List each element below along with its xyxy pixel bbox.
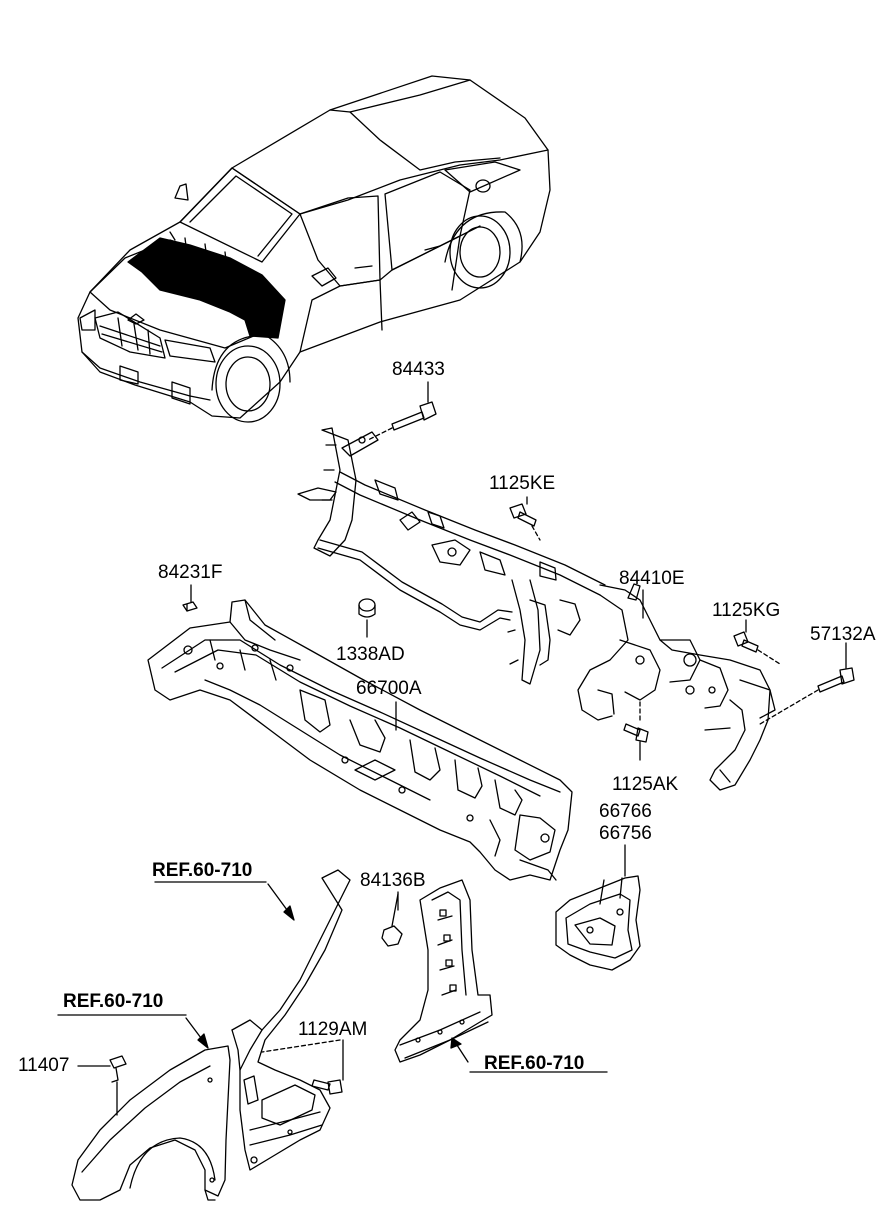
part-label-84410E: 84410E (619, 568, 685, 589)
reference-label-fender: REF.60-710 (63, 991, 164, 1012)
nut-icon (359, 599, 375, 637)
part-label-84231F: 84231F (158, 562, 223, 583)
side-inner-panel (395, 880, 492, 1062)
cowl-side-bracket (556, 876, 640, 970)
bolt-icon (510, 504, 540, 540)
part-label-1125AK: 1125AK (612, 774, 679, 795)
bolt-icon (760, 668, 854, 724)
reference-label-side: REF.60-710 (484, 1053, 585, 1074)
part-label-84433: 84433 (392, 359, 445, 380)
part-label-57132A: 57132A (810, 624, 876, 645)
front-fender (72, 1046, 230, 1200)
part-label-84136B: 84136B (360, 870, 426, 891)
bolt-icon (734, 632, 780, 664)
part-label-66756: 66756 (599, 823, 652, 844)
bolt-icon (624, 724, 648, 760)
leader-lines (57, 381, 847, 1081)
part-label-11407: 11407 (18, 1055, 70, 1076)
sedan-vehicle-icon (78, 76, 550, 422)
part-label-1338AD: 1338AD (336, 644, 405, 665)
a-pillar-panel (232, 870, 350, 1170)
part-label-66766: 66766 (599, 801, 652, 822)
cowl-panel (148, 600, 572, 880)
bolt-icon (312, 1080, 342, 1094)
bolt-icon (110, 1056, 126, 1115)
bolt-icon (368, 402, 436, 440)
part-label-66700A: 66700A (356, 678, 422, 699)
part-label-1129AM: 1129AM (298, 1019, 368, 1040)
reference-label-pillar: REF.60-710 (152, 860, 253, 881)
part-label-1125KE: 1125KE (489, 473, 556, 494)
clip-icon (382, 894, 402, 946)
part-label-1125KG: 1125KG (712, 600, 781, 621)
clip-icon (183, 602, 197, 611)
